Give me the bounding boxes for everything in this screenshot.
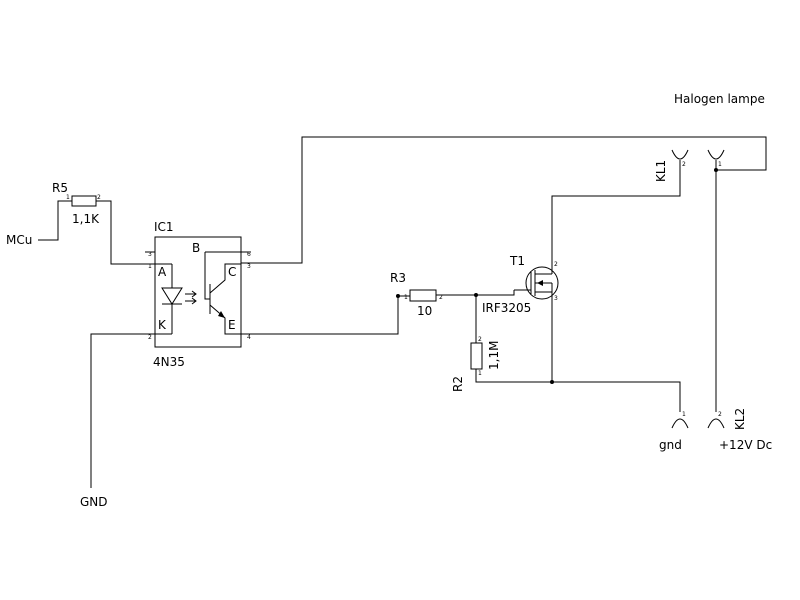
wire-r2-bottom — [475, 369, 552, 383]
wire-mcu — [38, 200, 68, 241]
mosfet-arrow-icon — [537, 280, 543, 286]
svg-text:3: 3 — [148, 251, 152, 258]
junction-gate — [474, 293, 478, 297]
r2-name: R2 — [451, 376, 465, 392]
svg-text:3: 3 — [554, 295, 558, 302]
svg-text:1: 1 — [404, 294, 408, 301]
mcu-label: MCu — [6, 233, 32, 247]
pin-e-label: E — [228, 318, 236, 332]
resistor-r2: R2 1,1M 2 1 — [451, 336, 501, 392]
pin-c-label: C — [228, 265, 236, 279]
svg-text:2: 2 — [148, 334, 152, 341]
wire-emitter — [241, 296, 399, 335]
wire-drain — [551, 160, 681, 265]
gnd-left-label: GND — [80, 495, 108, 509]
svg-text:1: 1 — [66, 194, 70, 201]
mosfet-body — [525, 266, 559, 300]
junction-lamp — [714, 168, 718, 172]
svg-text:1: 1 — [478, 370, 482, 377]
svg-text:2: 2 — [682, 161, 686, 168]
r5-value: 1,1K — [72, 212, 100, 226]
optocoupler-ic1: IC1 4N35 B A C K E 3 1 2 6 3 4 — [145, 220, 251, 369]
pin-a-label: A — [158, 265, 167, 279]
terminal-kl2: KL2 1 2 — [671, 408, 747, 430]
r2-value: 1,1M — [487, 341, 501, 370]
wire-r3-gate — [436, 290, 515, 296]
svg-text:4: 4 — [247, 334, 251, 341]
t1-name: T1 — [509, 254, 525, 268]
pin-b-label: B — [192, 241, 200, 255]
pin-k-label: K — [158, 318, 167, 332]
resistor-r5: R5 1,1K 1 2 — [52, 181, 101, 226]
gnd-terminal-icon — [671, 418, 689, 429]
t1-part: IRF3205 — [482, 301, 531, 315]
ic1-name: IC1 — [154, 220, 174, 234]
halogen-label: Halogen lampe — [674, 92, 765, 106]
svg-text:3: 3 — [247, 263, 251, 270]
gnd-right-label: gnd — [659, 438, 682, 452]
wire-collector — [241, 136, 767, 264]
svg-text:1: 1 — [148, 263, 152, 270]
wire-r5-ic1 — [98, 200, 155, 265]
junction-source — [550, 380, 554, 384]
kl1-lamp-icon — [707, 149, 725, 160]
emitter-arrow-icon — [218, 311, 225, 318]
mosfet-t1: T1 IRF3205 2 3 — [482, 254, 559, 315]
led-icon — [161, 287, 183, 305]
svg-text:2: 2 — [439, 294, 443, 301]
svg-text:1: 1 — [718, 161, 722, 168]
svg-text:2: 2 — [718, 411, 722, 418]
svg-text:6: 6 — [247, 251, 251, 258]
svg-text:1: 1 — [682, 411, 686, 418]
wire-source — [551, 298, 681, 412]
ic1-part: 4N35 — [153, 355, 185, 369]
junction-r3 — [396, 294, 400, 298]
svg-text:2: 2 — [478, 336, 482, 343]
supply-terminal-icon — [707, 418, 725, 429]
wires — [38, 136, 767, 488]
supply-label: +12V Dc — [719, 438, 772, 452]
r5-name: R5 — [52, 181, 68, 195]
wire-gnd — [90, 333, 155, 488]
r3-name: R3 — [390, 271, 406, 285]
r3-value: 10 — [417, 304, 432, 318]
terminal-kl1: KL1 2 1 — [654, 149, 725, 182]
resistor-r3: R3 10 1 2 — [390, 271, 443, 318]
kl1-label: KL1 — [654, 160, 668, 182]
kl1-top-icon — [671, 149, 689, 160]
svg-text:2: 2 — [97, 194, 101, 201]
svg-text:2: 2 — [554, 261, 558, 268]
kl2-label: KL2 — [733, 408, 747, 430]
